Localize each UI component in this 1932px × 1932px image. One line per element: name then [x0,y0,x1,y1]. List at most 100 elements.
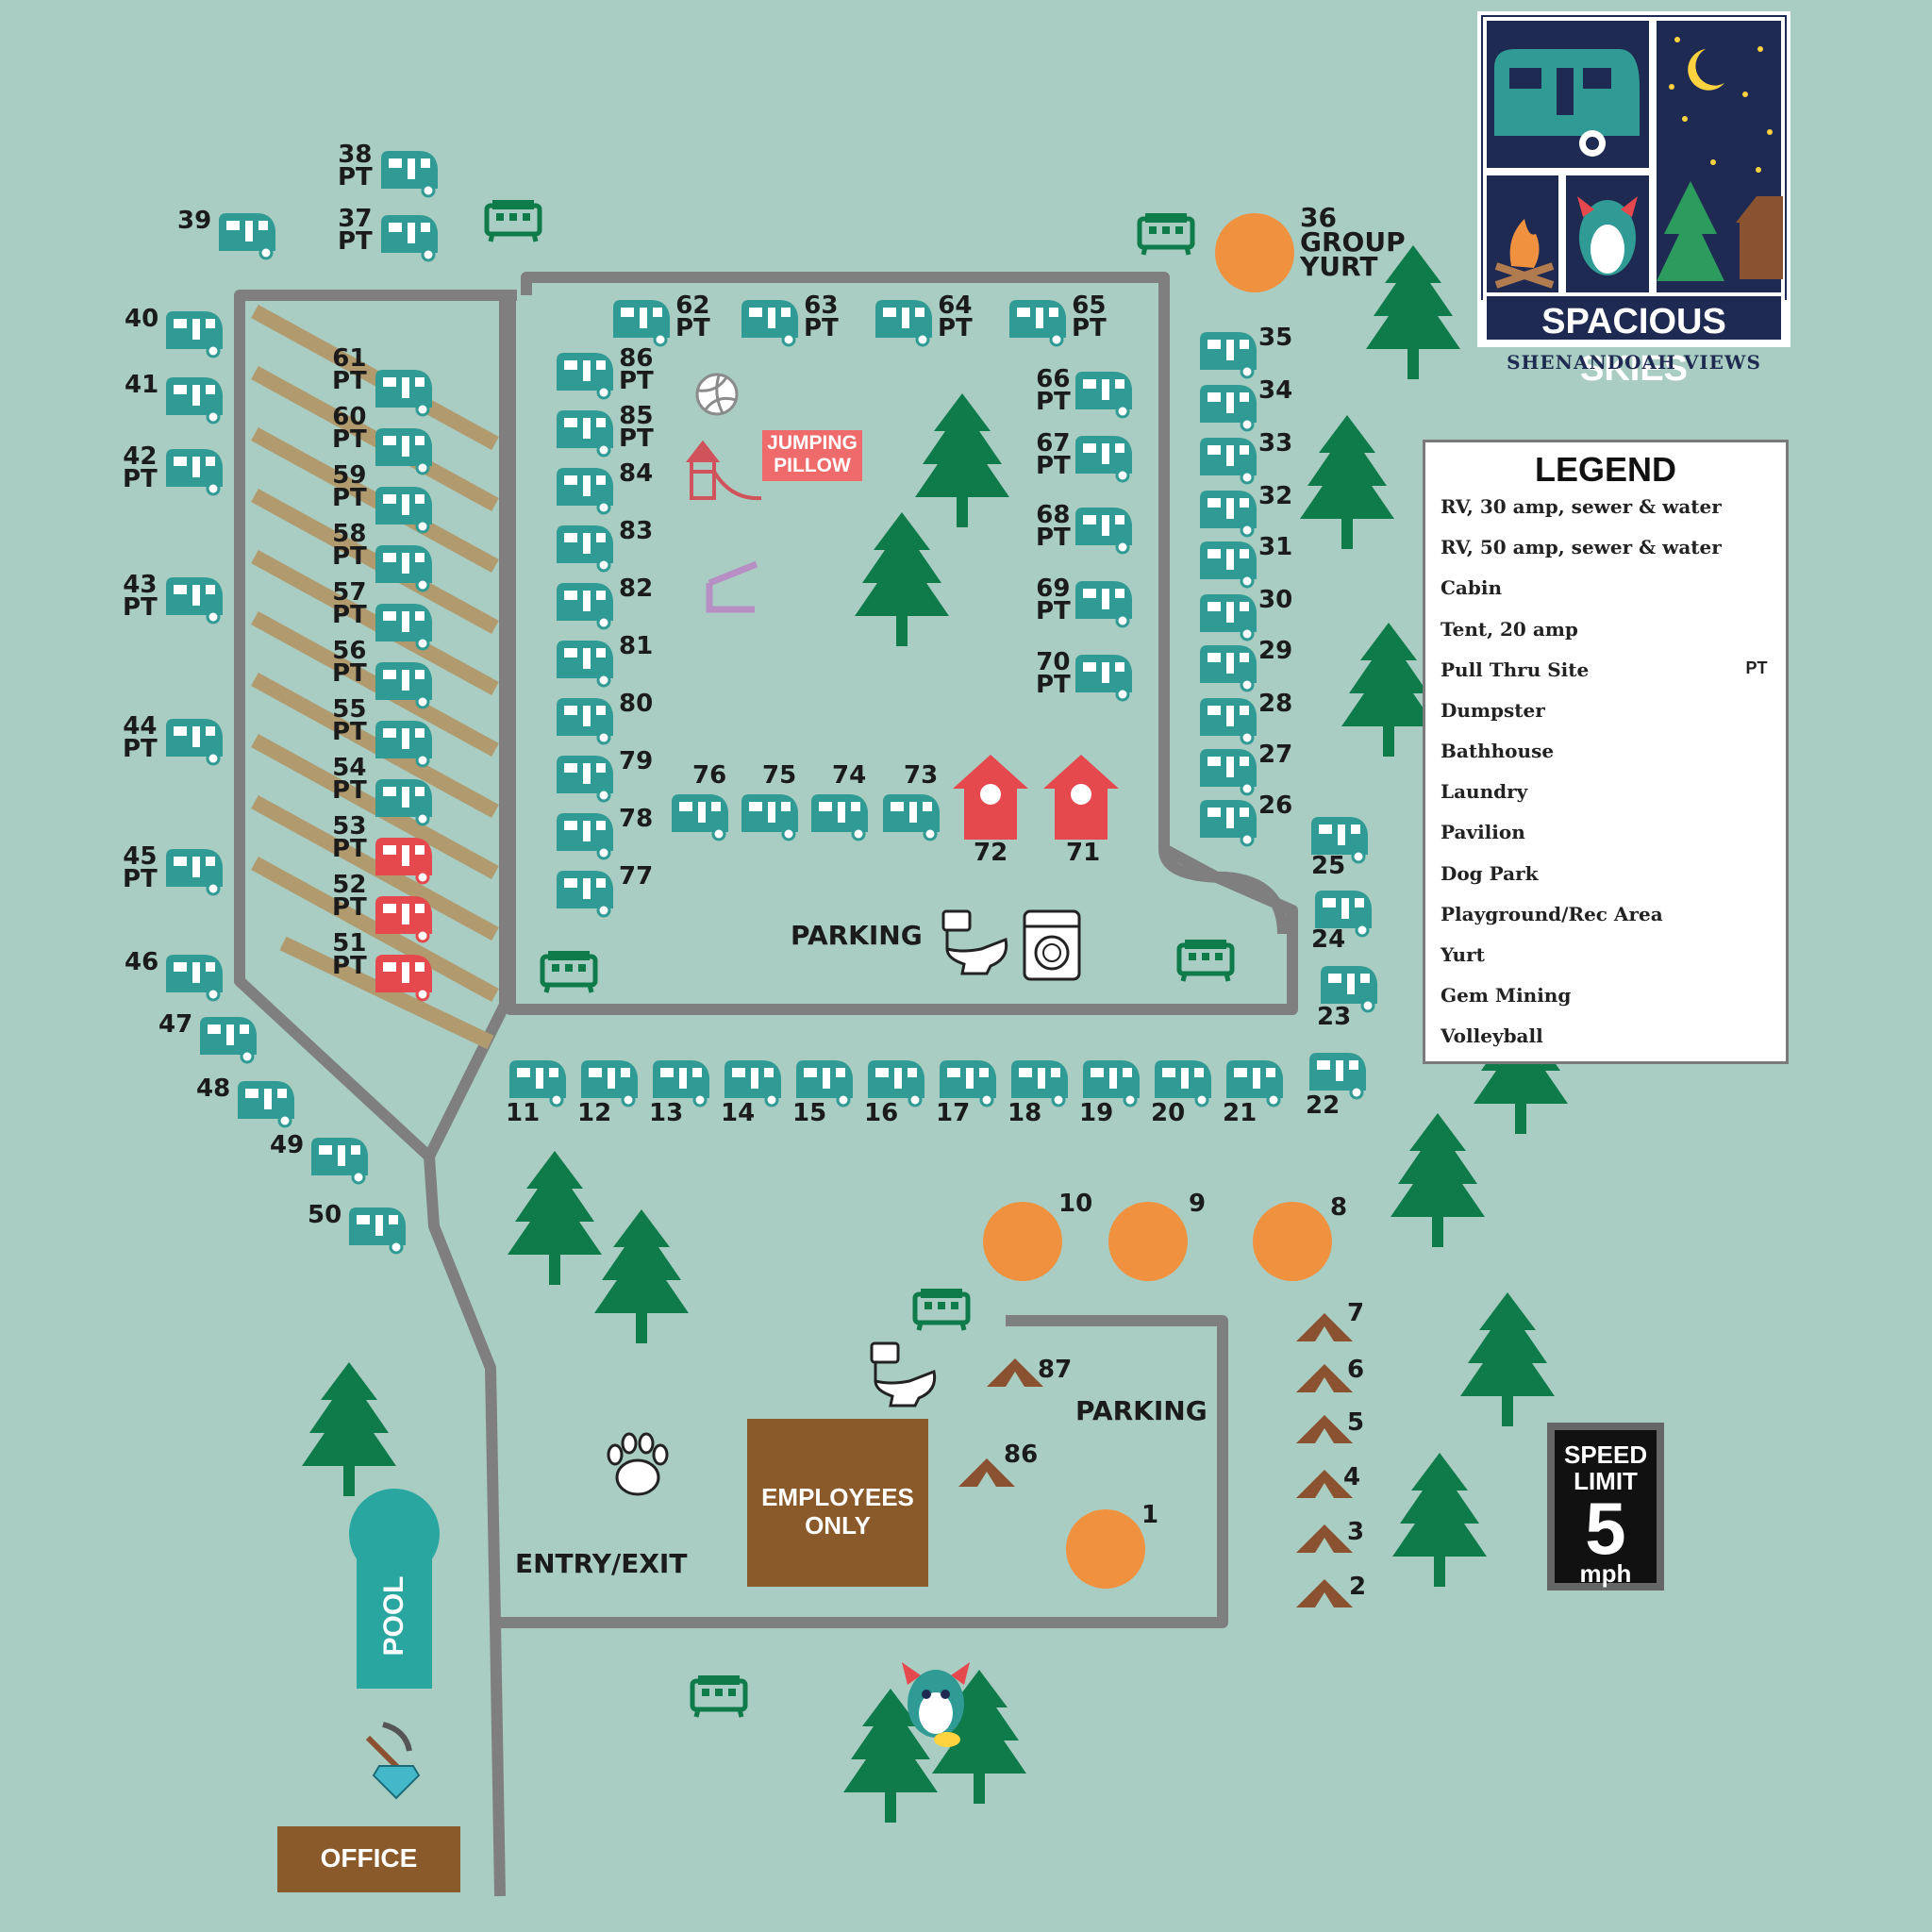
rv-site-icon [611,298,672,347]
volleyball-icon [695,373,739,416]
rv-site-icon [508,1058,568,1108]
yurt-icon [1108,1202,1188,1281]
tree-icon [855,512,949,646]
legend-item: RV, 30 amp, sewer & water [1441,495,1722,518]
legend-item: Tent, 20 amp [1441,618,1578,641]
rv-site-icon [794,1058,855,1108]
dumpster-icon [487,200,540,242]
cabin-icon [953,755,1028,840]
tree-icon [302,1362,396,1496]
yurts [983,213,1332,1589]
road-entry [424,1156,506,1897]
rv-site-icon [164,953,225,1002]
pool [349,1489,440,1689]
rv-site-icon [555,351,615,400]
bathhouse-icon [870,1341,937,1407]
rv-site-icon [217,211,277,260]
entry-exit-label: ENTRY/EXIT [515,1548,688,1579]
rv-site-icon [1198,592,1258,641]
group-yurt-label: 36 GROUP YURT [1300,202,1406,282]
rv-site-icon [1074,506,1134,555]
rv-site-icon [809,792,870,841]
legend-item: Playground/Rec Area [1441,903,1663,925]
legend-item: Dumpster [1441,699,1545,722]
rv-site-icon [198,1015,258,1064]
tree-icon [1392,1453,1487,1587]
rv-site-icon [555,811,615,860]
tree-icon [508,1151,602,1285]
tent-icon [987,1358,1043,1387]
group-yurt-icon [1215,213,1294,292]
legend-item: Yurt [1441,943,1485,966]
employees-only-label: EMPLOYEES ONLY [761,1483,914,1540]
rv-site-icon [379,149,440,198]
rv-site-icon [1081,1058,1141,1108]
tree-icon [1391,1113,1485,1247]
rv-site-icon [1074,653,1134,702]
tent-icon [958,1458,1015,1487]
bathhouse-icon [941,909,1008,975]
dumpster-icon [692,1675,745,1717]
rv-site-icon [1074,579,1134,628]
jumping-pillow [762,430,862,481]
rv-site-icon [651,1058,711,1108]
tree-icon [594,1209,689,1343]
speed-limit-number: 5 [1585,1487,1626,1570]
yurt-icon [983,1202,1062,1281]
speed-limit-unit: mph [1579,1559,1632,1588]
rv-site-icon [874,298,934,347]
rv-site-icon [555,524,615,573]
logo [1477,11,1790,347]
parking-label: PARKING [791,920,923,951]
rv-site-icon [555,754,615,803]
rv-site-icon [1309,815,1370,864]
rv-site-icon [1307,1051,1368,1100]
rv-site-icon [866,1058,926,1108]
rv-site-icon [164,575,225,625]
tree-icon [1341,623,1436,757]
rv-site-icon [938,1058,998,1108]
rv-site-icon [723,1058,783,1108]
legend-item: Dog Park [1441,862,1539,885]
logo-subtitle: SHENANDOAH VIEWS [1507,351,1761,374]
gem-mining-icon [365,1722,421,1800]
parking-label: PARKING [1075,1395,1208,1426]
mascot-icon [902,1662,970,1747]
rv-site-icon [740,298,800,347]
pull-thru-stripes [251,304,499,1050]
rv-site-icon [670,792,730,841]
yurt-icon [1066,1509,1145,1589]
rv-site-icon [374,485,434,534]
rv-site-icon [1009,1058,1070,1108]
tent-icon [1296,1415,1353,1443]
legend-item: Volleyball [1441,1024,1543,1047]
jumping-pillow-label: JUMPING PILLOW [767,432,858,476]
rv-site-icon [1198,540,1258,589]
rv-site-icon [1198,383,1258,432]
rv-site-icon [1074,370,1134,419]
tent-icon [1296,1579,1353,1607]
rv-site-icon [740,792,800,841]
tent-icon [1296,1364,1353,1392]
tree-icon [915,393,1009,527]
legend-item: Cabin [1441,576,1502,599]
dog-park-icon [607,1432,669,1496]
pt-icon: PT [1745,658,1768,677]
rv-site-icon [555,696,615,745]
dumpster-icon [1140,213,1192,255]
tent-icon [1296,1524,1353,1553]
rv-site-icon [164,375,225,425]
rv-site-icon [164,717,225,766]
rv-site-icon [1198,696,1258,745]
legend-item: Laundry [1441,780,1528,803]
rv-site-icon [555,639,615,688]
employees-only-building [747,1419,928,1587]
rv-site-icon [1153,1058,1213,1108]
office-label: OFFICE [320,1843,418,1873]
rv-site-icon [881,792,941,841]
road-cabin-curve [1158,848,1289,935]
rv-site-icon [309,1136,370,1185]
rv-site-icon [1198,436,1258,485]
